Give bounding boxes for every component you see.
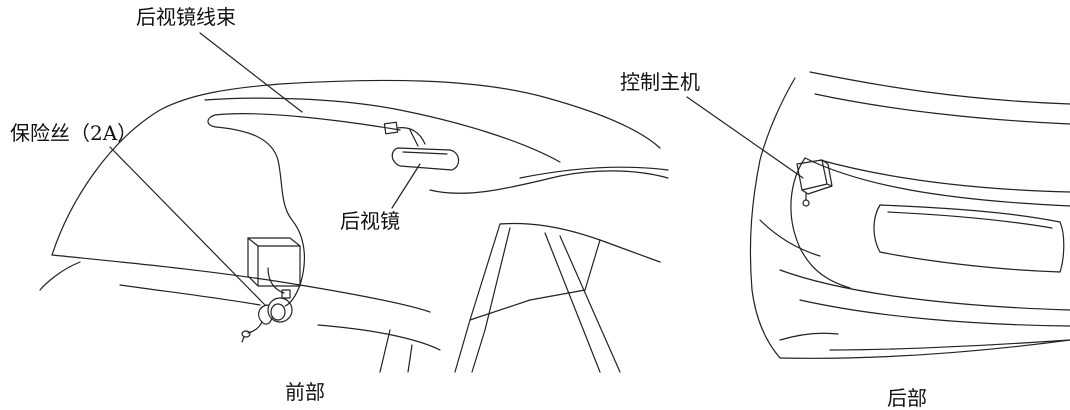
label-control-host: 控制主机 <box>620 70 700 94</box>
leader-host <box>686 96 804 179</box>
rear-car-body <box>749 71 1070 359</box>
label-mirror-harness: 后视镜线束 <box>136 5 236 29</box>
label-rearview-mirror: 后视镜 <box>340 209 400 233</box>
leader-mirror <box>391 163 421 209</box>
front-car-body <box>39 79 669 373</box>
fuse-coil <box>241 289 293 343</box>
label-fuse: 保险丝（2A） <box>10 121 138 145</box>
leader-harness <box>199 32 303 113</box>
caption-front: 前部 <box>285 380 325 404</box>
harness-cable <box>207 113 401 307</box>
caption-rear: 后部 <box>887 386 927 410</box>
leader-fuse <box>109 146 266 306</box>
mirror-bracket <box>383 121 426 147</box>
rearview-mirror-shape <box>391 147 460 171</box>
control-host-box <box>796 159 833 207</box>
wiring-box <box>247 237 301 287</box>
